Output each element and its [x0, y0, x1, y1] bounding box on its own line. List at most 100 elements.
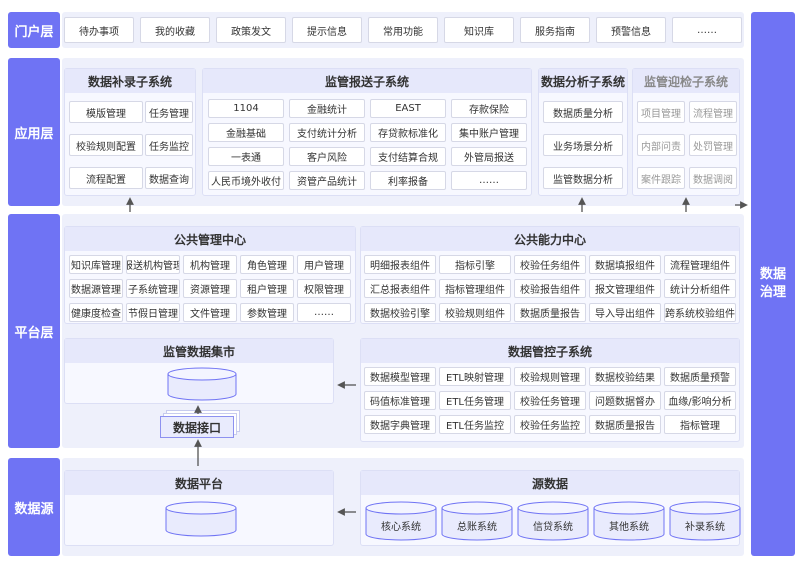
data-platform: 数据平台 — [64, 470, 334, 546]
portal-item[interactable]: …… — [672, 17, 742, 43]
ctrl-item[interactable]: 数据质量预警 — [664, 367, 736, 386]
supp-item[interactable]: 模版管理 — [69, 101, 143, 123]
pm-item[interactable]: 报送机构管理 — [126, 255, 180, 274]
public-mgmt-title: 公共管理中心 — [65, 227, 355, 251]
pm-item[interactable]: 健康度检查 — [69, 303, 123, 322]
ctrl-item[interactable]: 校验任务监控 — [514, 415, 586, 434]
supp-item[interactable]: 流程配置 — [69, 167, 143, 189]
pa-item[interactable]: 明细报表组件 — [364, 255, 436, 274]
source-db-其他系统[interactable]: 其他系统 — [593, 501, 665, 541]
portal-item[interactable]: 政策发文 — [216, 17, 286, 43]
ctrl-item[interactable]: ETL任务管理 — [439, 391, 511, 410]
portal-item[interactable]: 服务指南 — [520, 17, 590, 43]
pm-item[interactable]: 数据源管理 — [69, 279, 123, 298]
report-item[interactable]: 集中账户管理 — [451, 123, 527, 142]
pa-item[interactable]: 数据校验引擎 — [364, 303, 436, 322]
report-item[interactable]: 利率报备 — [370, 171, 446, 190]
inspection-item[interactable]: 案件跟踪 — [637, 167, 685, 189]
pa-item[interactable]: 汇总报表组件 — [364, 279, 436, 298]
report-item[interactable]: EAST — [370, 99, 446, 118]
inspection-item[interactable]: 处罚管理 — [689, 134, 737, 156]
public-management-center: 公共管理中心 知识库管理报送机构管理机构管理角色管理用户管理数据源管理子系统管理… — [64, 226, 356, 324]
source-db-总账系统[interactable]: 总账系统 — [441, 501, 513, 541]
report-item[interactable]: …… — [451, 171, 527, 190]
ctrl-item[interactable]: 数据字典管理 — [364, 415, 436, 434]
portal-item[interactable]: 知识库 — [444, 17, 514, 43]
report-item[interactable]: 金融统计 — [289, 99, 365, 118]
report-item[interactable]: 外管局报送 — [451, 147, 527, 166]
report-item[interactable]: 1104 — [208, 99, 284, 118]
inspection-item[interactable]: 流程管理 — [689, 101, 737, 123]
report-item[interactable]: 人民币境外收付 — [208, 171, 284, 190]
supplement-title: 数据补录子系统 — [65, 69, 195, 93]
supp-item[interactable]: 校验规则配置 — [69, 134, 143, 156]
supp-item[interactable]: 任务管理 — [145, 101, 193, 123]
pm-item[interactable]: 用户管理 — [297, 255, 351, 274]
pm-item[interactable]: 租户管理 — [240, 279, 294, 298]
report-item[interactable]: 支付结算合规 — [370, 147, 446, 166]
pm-item[interactable]: 资源管理 — [183, 279, 237, 298]
public-ability-title: 公共能力中心 — [361, 227, 739, 251]
ctrl-item[interactable]: 校验规则管理 — [514, 367, 586, 386]
mart-database-icon — [167, 367, 237, 401]
pm-item[interactable]: 角色管理 — [240, 255, 294, 274]
portal-item[interactable]: 提示信息 — [292, 17, 362, 43]
ctrl-item[interactable]: ETL任务监控 — [439, 415, 511, 434]
report-item[interactable]: 一表通 — [208, 147, 284, 166]
analysis-item[interactable]: 监管数据分析 — [543, 167, 623, 189]
pm-item[interactable]: 节假日管理 — [126, 303, 180, 322]
pa-item[interactable]: 校验任务组件 — [514, 255, 586, 274]
pa-item[interactable]: 指标引擎 — [439, 255, 511, 274]
pa-item[interactable]: 流程管理组件 — [664, 255, 736, 274]
pm-item[interactable]: 文件管理 — [183, 303, 237, 322]
ctrl-item[interactable]: 数据模型管理 — [364, 367, 436, 386]
pa-item[interactable]: 校验报告组件 — [514, 279, 586, 298]
pm-item[interactable]: 知识库管理 — [69, 255, 123, 274]
pa-item[interactable]: 数据质量报告 — [514, 303, 586, 322]
ctrl-item[interactable]: 数据校验结果 — [589, 367, 661, 386]
source-db-核心系统[interactable]: 核心系统 — [365, 501, 437, 541]
report-item[interactable]: 支付统计分析 — [289, 123, 365, 142]
supp-item[interactable]: 任务监控 — [145, 134, 193, 156]
control-title: 数据管控子系统 — [361, 339, 739, 363]
pm-item[interactable]: …… — [297, 303, 351, 322]
pa-item[interactable]: 报文管理组件 — [589, 279, 661, 298]
ctrl-item[interactable]: 血缘/影响分析 — [664, 391, 736, 410]
pa-item[interactable]: 数据填报组件 — [589, 255, 661, 274]
pa-item[interactable]: 跨系统校验组件 — [664, 303, 736, 322]
portal-item[interactable]: 预警信息 — [596, 17, 666, 43]
report-item[interactable]: 客户风险 — [289, 147, 365, 166]
pm-item[interactable]: 权限管理 — [297, 279, 351, 298]
ctrl-item[interactable]: 校验任务管理 — [514, 391, 586, 410]
analysis-item[interactable]: 业务场景分析 — [543, 134, 623, 156]
ctrl-item[interactable]: 问题数据督办 — [589, 391, 661, 410]
ctrl-item[interactable]: 数据质量报告 — [589, 415, 661, 434]
supplement-subsystem: 数据补录子系统 模版管理任务管理校验规则配置任务监控流程配置数据查询 — [64, 68, 196, 196]
ctrl-item[interactable]: 指标管理 — [664, 415, 736, 434]
ctrl-item[interactable]: ETL映射管理 — [439, 367, 511, 386]
supp-item[interactable]: 数据查询 — [145, 167, 193, 189]
portal-item[interactable]: 常用功能 — [368, 17, 438, 43]
inspection-item[interactable]: 项目管理 — [637, 101, 685, 123]
report-item[interactable]: 资管产品统计 — [289, 171, 365, 190]
analysis-item[interactable]: 数据质量分析 — [543, 101, 623, 123]
pa-item[interactable]: 校验规则组件 — [439, 303, 511, 322]
pm-item[interactable]: 子系统管理 — [126, 279, 180, 298]
pa-item[interactable]: 指标管理组件 — [439, 279, 511, 298]
portal-item[interactable]: 待办事项 — [64, 17, 134, 43]
report-item[interactable]: 存款保险 — [451, 99, 527, 118]
inspection-item[interactable]: 数据调阅 — [689, 167, 737, 189]
database-icon — [669, 501, 741, 541]
data-platform-title: 数据平台 — [65, 471, 333, 495]
report-item[interactable]: 存贷款标准化 — [370, 123, 446, 142]
portal-item[interactable]: 我的收藏 — [140, 17, 210, 43]
source-db-信贷系统[interactable]: 信贷系统 — [517, 501, 589, 541]
ctrl-item[interactable]: 码值标准管理 — [364, 391, 436, 410]
pm-item[interactable]: 参数管理 — [240, 303, 294, 322]
pm-item[interactable]: 机构管理 — [183, 255, 237, 274]
pa-item[interactable]: 统计分析组件 — [664, 279, 736, 298]
pa-item[interactable]: 导入导出组件 — [589, 303, 661, 322]
inspection-item[interactable]: 内部问责 — [637, 134, 685, 156]
report-item[interactable]: 金融基础 — [208, 123, 284, 142]
source-db-补录系统[interactable]: 补录系统 — [669, 501, 741, 541]
